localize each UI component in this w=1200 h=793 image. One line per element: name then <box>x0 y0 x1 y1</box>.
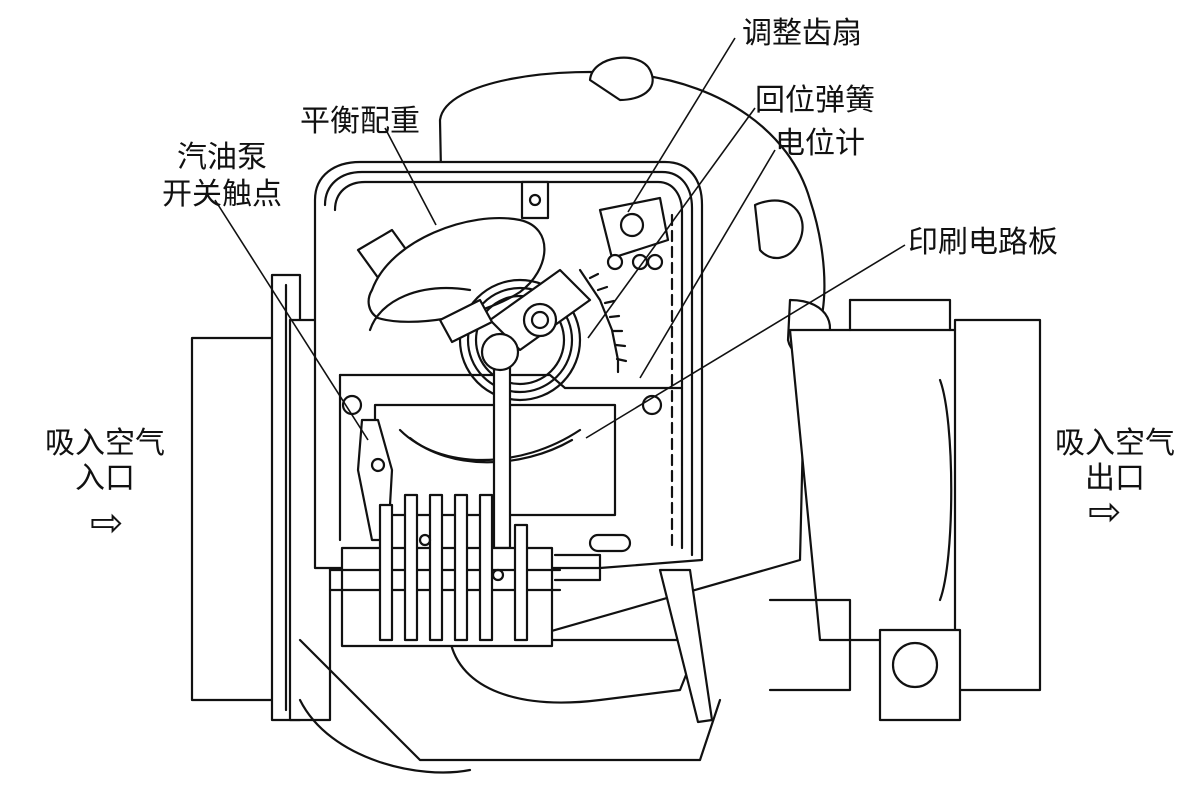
label-balance-weight: 平衡配重 <box>300 104 420 139</box>
label-printed-circuit-board: 印刷电路板 <box>908 225 1058 260</box>
inlet-arrow-icon: ⇨ <box>90 500 124 546</box>
label-fuel-pump-switch-line1: 汽油泵 <box>177 140 267 175</box>
label-air-inlet-line2: 入口 <box>75 461 135 496</box>
label-fuel-pump-switch-line2: 开关触点 <box>162 177 282 212</box>
label-air-outlet-line2: 出口 <box>1085 461 1145 496</box>
label-adjust-sector-gear: 调整齿扇 <box>742 16 862 51</box>
label-air-outlet-line1: 吸入空气 <box>1055 426 1175 461</box>
label-return-spring: 回位弹簧 <box>755 83 875 118</box>
label-air-inlet-line1: 吸入空气 <box>45 426 165 461</box>
balance-weight <box>356 217 546 323</box>
inlet-pipe <box>190 273 722 774</box>
gear-and-spring <box>368 180 670 550</box>
outlet-pipe <box>768 298 1042 722</box>
compensation-flap <box>658 568 714 724</box>
outlet-arrow-icon: ⇨ <box>1088 489 1122 535</box>
label-potentiometer: 电位计 <box>775 126 865 161</box>
leader-lines <box>214 37 906 441</box>
connector-terminals <box>328 493 602 648</box>
